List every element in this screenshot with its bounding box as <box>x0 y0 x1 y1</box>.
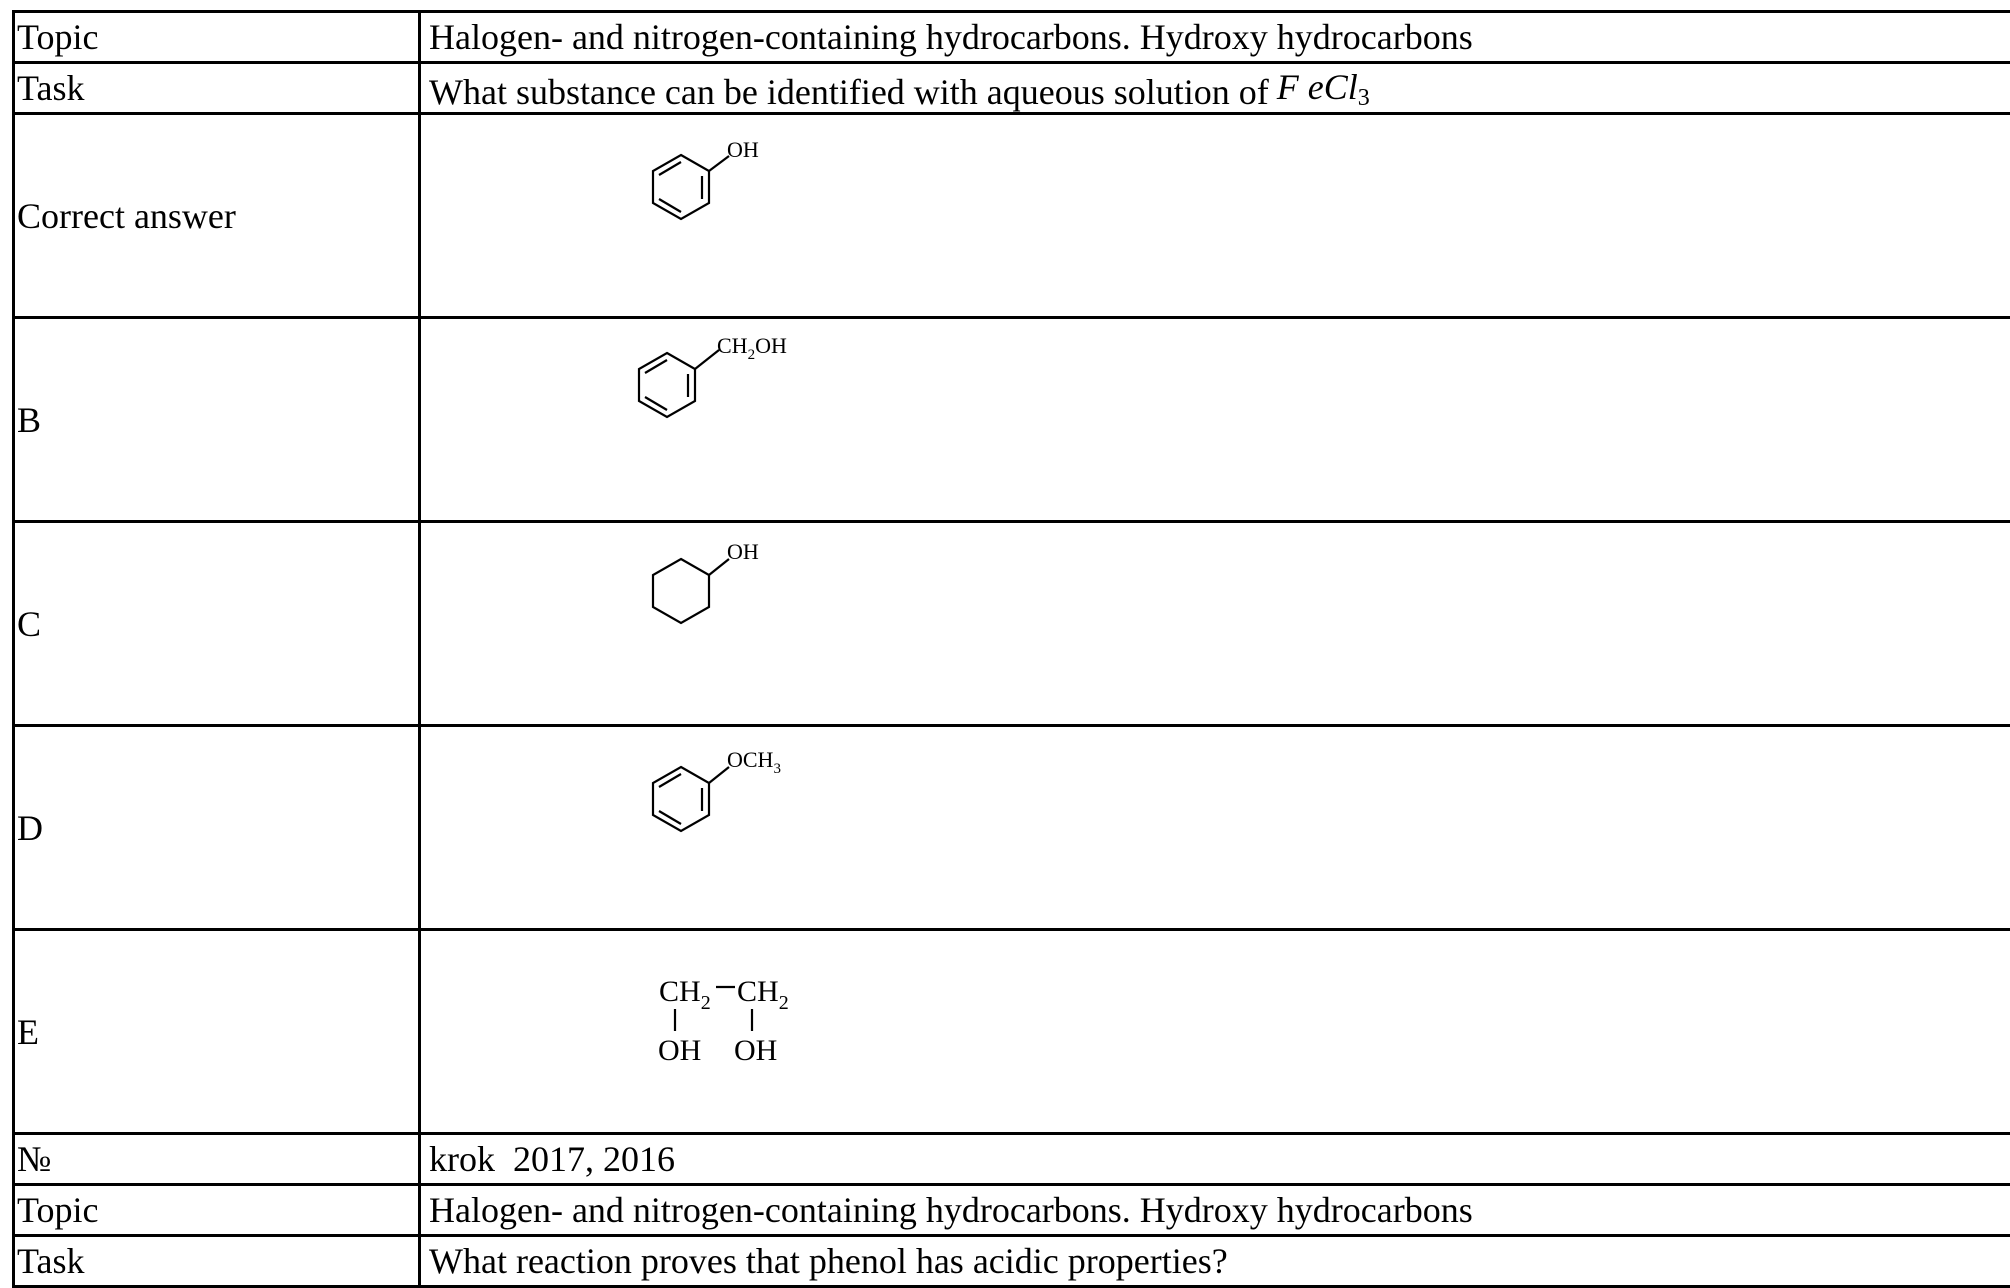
ethylene-glycol-structure-image: CH2 CH2 OH OH <box>658 975 789 1067</box>
table-row-topic-2: Topic Halogen- and nitrogen-containing h… <box>15 1186 2010 1237</box>
table-row-correct-answer: Correct answer OH <box>15 115 2010 319</box>
topic-value-2: Halogen- and nitrogen-containing hydroca… <box>429 1190 1473 1230</box>
table-row-option-e: E CH2 CH2 OH OH <box>15 931 2010 1135</box>
table-row-task: Task What substance can be identified wi… <box>15 64 2010 115</box>
task-value-cell: What substance can be identified with aq… <box>421 64 2010 112</box>
anisole-och-label: OCH3 <box>727 747 781 777</box>
benzyl-ch-label: CH2OH <box>717 333 787 363</box>
option-b-label: B <box>15 319 421 520</box>
benzene-ring-icon <box>637 349 720 419</box>
number-label: № <box>15 1135 421 1183</box>
option-e-label: E <box>15 931 421 1132</box>
cyclohexane-ring-icon <box>651 557 730 625</box>
glycol-ch2-right-label: CH2 <box>737 975 789 1014</box>
cyclohexanol-oh-label: OH <box>727 539 759 564</box>
task-text: What substance can be identified with aq… <box>429 72 1269 112</box>
topic-label: Topic <box>15 13 421 61</box>
table-row-task-2: Task What reaction proves that phenol ha… <box>15 1237 2010 1288</box>
glycol-ch2-left-label: CH2 <box>659 975 711 1014</box>
benzene-ring-icon <box>651 765 730 833</box>
option-c-structure-cell: OH <box>421 523 2010 724</box>
task-label-2: Task <box>15 1237 421 1285</box>
table-row-topic: Topic Halogen- and nitrogen-containing h… <box>15 13 2010 64</box>
number-value: krok 2017, 2016 <box>429 1139 675 1179</box>
task-formula: F eCl3 <box>1277 69 1370 110</box>
option-d-label: D <box>15 727 421 928</box>
table-row-option-c: C OH <box>15 523 2010 727</box>
task-value-2: What reaction proves that phenol has aci… <box>429 1241 1228 1281</box>
correct-answer-structure-cell: OH <box>421 115 2010 316</box>
option-b-structure-cell: CH2OH <box>421 319 2010 520</box>
task-formula-main: F eCl <box>1276 67 1358 107</box>
question-table: Topic Halogen- and nitrogen-containing h… <box>12 10 2010 1288</box>
anisole-structure-image: OCH3 <box>651 747 781 833</box>
phenol-oh-label: OH <box>727 137 759 162</box>
option-c-label: C <box>15 523 421 724</box>
option-e-structure-cell: CH2 CH2 OH OH <box>421 931 2010 1132</box>
table-row-number: № krok 2017, 2016 <box>15 1135 2010 1186</box>
task-label: Task <box>15 64 421 112</box>
topic-value: Halogen- and nitrogen-containing hydroca… <box>429 17 1473 57</box>
topic-label-2: Topic <box>15 1186 421 1234</box>
table-row-option-b: B CH2OH <box>15 319 2010 523</box>
benzyl-alcohol-structure-image: CH2OH <box>637 333 787 419</box>
task-formula-subscript: 3 <box>1357 85 1370 111</box>
option-d-structure-cell: OCH3 <box>421 727 2010 928</box>
benzene-ring-icon <box>651 153 730 221</box>
table-row-option-d: D OCH3 <box>15 727 2010 931</box>
correct-answer-label: Correct answer <box>15 115 421 316</box>
glycol-oh-right-label: OH <box>734 1034 777 1067</box>
cyclohexanol-structure-image: OH <box>651 539 759 625</box>
glycol-oh-left-label: OH <box>658 1034 701 1067</box>
phenol-structure-image: OH <box>651 137 759 221</box>
